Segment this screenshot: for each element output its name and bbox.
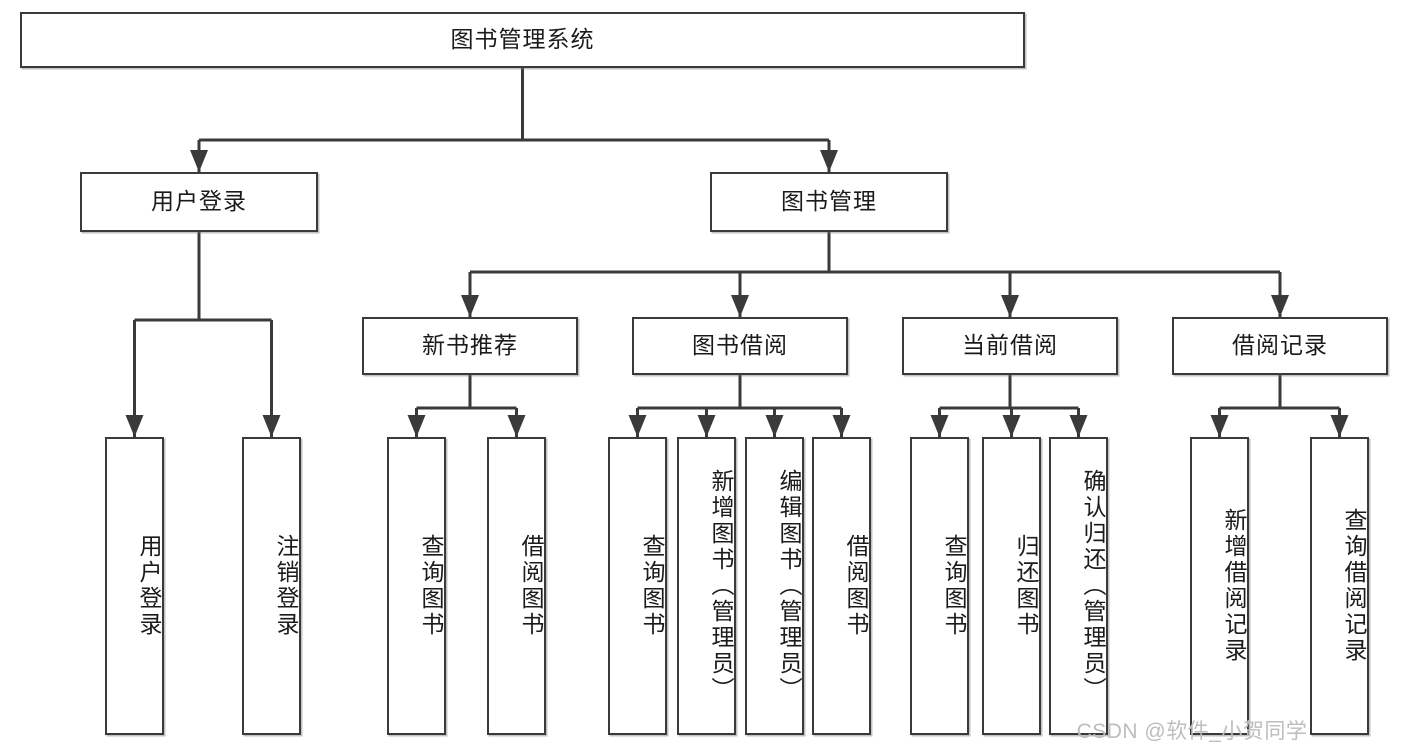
node-label: 新书推荐 (422, 332, 518, 359)
node-borrow[interactable]: 图书借阅 (632, 317, 848, 375)
node-label: 查询图书 (639, 534, 665, 638)
node-label: 确认归还（管理员） (1080, 469, 1106, 703)
node-label: 查询图书 (941, 534, 967, 638)
node-label: 图书管理 (781, 188, 877, 215)
node-label: 新增借阅记录 (1221, 508, 1247, 664)
node-label: 借阅图书 (518, 534, 544, 638)
node-label: 当前借阅 (962, 332, 1058, 359)
node-login[interactable]: 用户登录 (80, 172, 318, 232)
node-l2[interactable]: 注销登录 (242, 437, 301, 735)
node-l3[interactable]: 查询图书 (387, 437, 446, 735)
node-label: 借阅记录 (1232, 332, 1328, 359)
node-l10[interactable]: 归还图书 (982, 437, 1041, 735)
node-label: 查询借阅记录 (1341, 508, 1367, 664)
node-l4[interactable]: 借阅图书 (487, 437, 546, 735)
node-l11[interactable]: 确认归还（管理员） (1049, 437, 1108, 735)
node-label: 图书借阅 (692, 332, 788, 359)
node-label: 新增图书（管理员） (708, 469, 734, 703)
node-label: 归还图书 (1013, 534, 1039, 638)
node-l13[interactable]: 查询借阅记录 (1310, 437, 1369, 735)
node-label: 编辑图书（管理员） (776, 469, 802, 703)
node-label: 用户登录 (136, 534, 162, 638)
node-l8[interactable]: 借阅图书 (812, 437, 871, 735)
node-root[interactable]: 图书管理系统 (20, 12, 1025, 68)
node-label: 注销登录 (273, 534, 299, 638)
node-bookmgmt[interactable]: 图书管理 (710, 172, 948, 232)
node-l6[interactable]: 新增图书（管理员） (677, 437, 736, 735)
node-label: 用户登录 (151, 188, 247, 215)
node-current[interactable]: 当前借阅 (902, 317, 1118, 375)
node-label: 图书管理系统 (450, 26, 595, 53)
node-records[interactable]: 借阅记录 (1172, 317, 1388, 375)
node-l5[interactable]: 查询图书 (608, 437, 667, 735)
node-l9[interactable]: 查询图书 (910, 437, 969, 735)
node-newbook[interactable]: 新书推荐 (362, 317, 578, 375)
node-l1[interactable]: 用户登录 (105, 437, 164, 735)
node-l12[interactable]: 新增借阅记录 (1190, 437, 1249, 735)
node-l7[interactable]: 编辑图书（管理员） (745, 437, 804, 735)
node-label: 借阅图书 (843, 534, 869, 638)
node-label: 查询图书 (418, 534, 444, 638)
